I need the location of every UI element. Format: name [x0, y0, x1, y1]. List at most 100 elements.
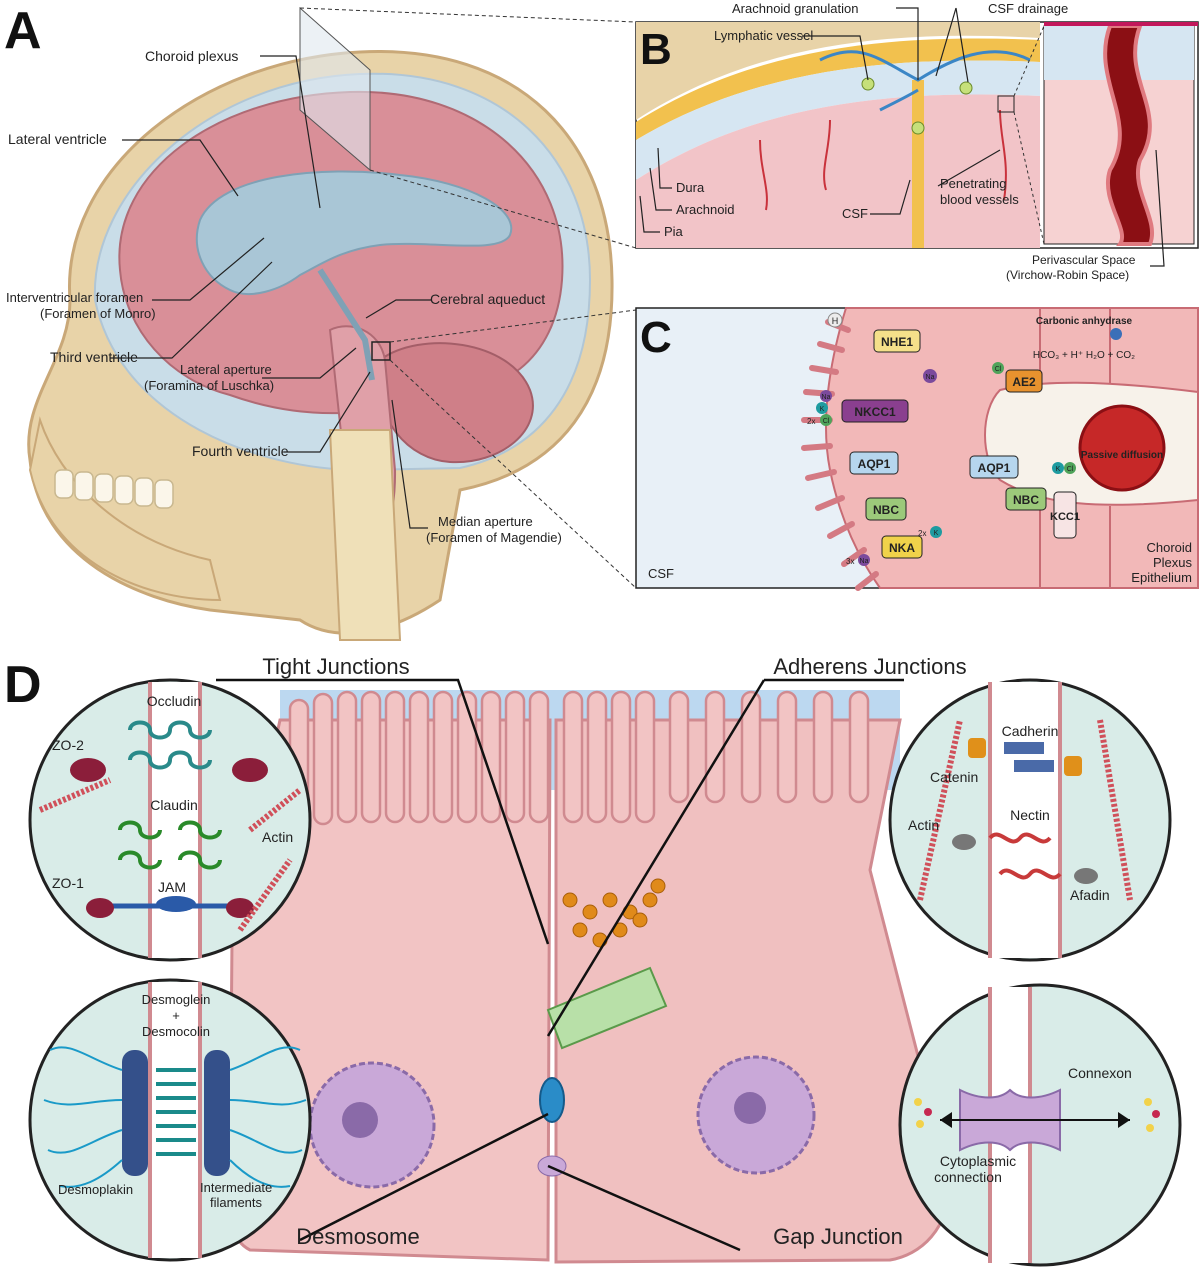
- label-lateral-aperture-2: (Foramina of Luschka): [144, 378, 274, 393]
- title-desmosome: Desmosome: [296, 1224, 419, 1249]
- label-nbc-left: NBC: [873, 503, 899, 517]
- label-intermediate-2: filaments: [210, 1195, 263, 1210]
- subarachnoid-layer: [636, 60, 1040, 180]
- panel-c-letter: C: [640, 313, 672, 362]
- transporter-kcc1: [1053, 491, 1077, 539]
- label-cpe-1: Choroid: [1146, 540, 1192, 555]
- label-cadherin: Cadherin: [1002, 723, 1059, 739]
- cortex-layer: [636, 94, 1040, 248]
- label-connexon: Connexon: [1068, 1065, 1132, 1081]
- label-csf-drainage: CSF drainage: [988, 1, 1068, 16]
- inset-desmosome: [28, 978, 312, 1262]
- label-actin-aj: Actin: [908, 817, 939, 833]
- desmosome-plaque: [539, 1077, 565, 1123]
- transporter-nhe1: [873, 329, 921, 353]
- label-3x: 3x: [846, 557, 854, 566]
- label-cpe-3: Epithelium: [1131, 570, 1192, 585]
- panel-d: D: [4, 654, 1182, 1267]
- panel-a-letter: A: [4, 2, 42, 60]
- label-cytoplasmic-1: Cytoplasmic: [940, 1153, 1016, 1169]
- label-carbonic-anhydrase: Carbonic anhydrase: [1036, 316, 1133, 327]
- zoom-box-b: [997, 95, 1015, 113]
- dura-layer: [636, 38, 1040, 140]
- label-choroid-plexus: Choroid plexus: [145, 48, 238, 64]
- label-nka: NKA: [889, 541, 915, 555]
- panel-d-letter: D: [4, 656, 42, 714]
- spine-shape: [328, 429, 402, 641]
- label-passive-diffusion: Passive diffusion: [1081, 450, 1163, 461]
- ventricle-shape: [195, 170, 513, 295]
- ion-cl-2: Cl: [995, 366, 1002, 373]
- title-tight-junctions: Tight Junctions: [262, 654, 409, 679]
- label-zo2: ZO-2: [52, 737, 84, 753]
- ion-h: H: [832, 316, 839, 326]
- blood-vessel-inset: [1103, 24, 1154, 246]
- actin-cylinder: [546, 966, 668, 1050]
- label-median-aperture-2: (Foramen of Magendie): [426, 530, 562, 545]
- transporter-aqp1-left: [849, 451, 899, 475]
- label-afadin: Afadin: [1070, 887, 1110, 903]
- inset-tight-junctions: [28, 678, 312, 962]
- ion-cl-1: Cl: [823, 418, 830, 425]
- label-plus: +: [172, 1008, 180, 1023]
- label-csf-b: CSF: [842, 206, 868, 221]
- label-third-ventricle: Third ventricle: [50, 349, 138, 365]
- label-penetrating-2: blood vessels: [940, 192, 1019, 207]
- label-arachnoid-granulation: Arachnoid granulation: [732, 1, 858, 16]
- cerebellum-shape: [377, 342, 534, 464]
- label-aqp1-left: AQP1: [858, 457, 891, 471]
- label-claudin: Claudin: [150, 797, 197, 813]
- label-pia: Pia: [664, 224, 684, 239]
- label-cytoplasmic-2: connection: [934, 1169, 1002, 1185]
- label-kcc1: KCC1: [1050, 511, 1080, 523]
- label-ae2: AE2: [1012, 375, 1036, 389]
- label-desmoglein: Desmoglein: [142, 992, 211, 1007]
- label-fourth-ventricle: Fourth ventricle: [192, 443, 289, 459]
- label-occludin: Occludin: [147, 693, 201, 709]
- title-adherens-junctions: Adherens Junctions: [773, 654, 966, 679]
- label-interventricular-2: (Foramen of Monro): [40, 306, 156, 321]
- label-catenin: Catenin: [930, 769, 978, 785]
- microvilli-d: [288, 690, 870, 826]
- ion-cl-3: Cl: [1067, 466, 1074, 473]
- label-lateral-aperture-1: Lateral aperture: [180, 362, 272, 377]
- panel-b-letter: B: [640, 25, 672, 74]
- inset-gap-junction: [898, 983, 1182, 1267]
- panel-b: B Arachnoid granulation CSF drainage Lym…: [635, 1, 1199, 282]
- label-reaction: HCO₃ + H⁺ H₂O + CO₂: [1033, 350, 1135, 361]
- tight-junction-strands: [562, 878, 666, 948]
- label-desmocolin: Desmocolin: [142, 1024, 210, 1039]
- ion-k-1: K: [820, 406, 825, 413]
- ion-k-3: K: [934, 530, 939, 537]
- inset-adherens-junctions: [888, 678, 1172, 962]
- label-lymphatic-vessel: Lymphatic vessel: [714, 28, 813, 43]
- label-arachnoid: Arachnoid: [676, 202, 735, 217]
- label-nhe1: NHE1: [881, 335, 913, 349]
- label-interventricular-1: Interventricular foramen: [6, 290, 143, 305]
- ion-na-3: Na: [860, 558, 869, 565]
- skull-layer: [636, 22, 1040, 120]
- transporter-ae2: [1005, 369, 1043, 393]
- title-gap-junction: Gap Junction: [773, 1224, 903, 1249]
- microvilli-c: [801, 319, 879, 591]
- label-penetrating-1: Penetrating: [940, 176, 1007, 191]
- ion-k-2: K: [1056, 466, 1061, 473]
- label-cpe-2: Plexus: [1153, 555, 1193, 570]
- blood-vessel-c: [1078, 404, 1166, 492]
- label-desmoplakin: Desmoplakin: [58, 1182, 133, 1197]
- aqueduct-shape: [317, 268, 375, 381]
- label-nbc-right: NBC: [1013, 493, 1039, 507]
- label-cerebral-aqueduct: Cerebral aqueduct: [430, 291, 545, 307]
- ion-na-1: Na: [926, 374, 935, 381]
- label-aqp1-right: AQP1: [978, 461, 1011, 475]
- label-jam: JAM: [158, 879, 186, 895]
- label-nectin: Nectin: [1010, 807, 1050, 823]
- transporter-nka: [881, 535, 923, 559]
- transporter-nkcc1: [841, 399, 909, 423]
- label-csf-c: CSF: [648, 566, 674, 581]
- label-perivascular-1: Perivascular Space: [1032, 253, 1136, 267]
- label-lateral-ventricle: Lateral ventricle: [8, 131, 107, 147]
- transporter-nbc-left: [865, 497, 907, 521]
- label-2x-cl: 2x: [807, 417, 815, 426]
- panel-c: NHE1 NKCC1 AQP1 NBC NKA AE2 AQP1 NBC KCC…: [635, 307, 1199, 591]
